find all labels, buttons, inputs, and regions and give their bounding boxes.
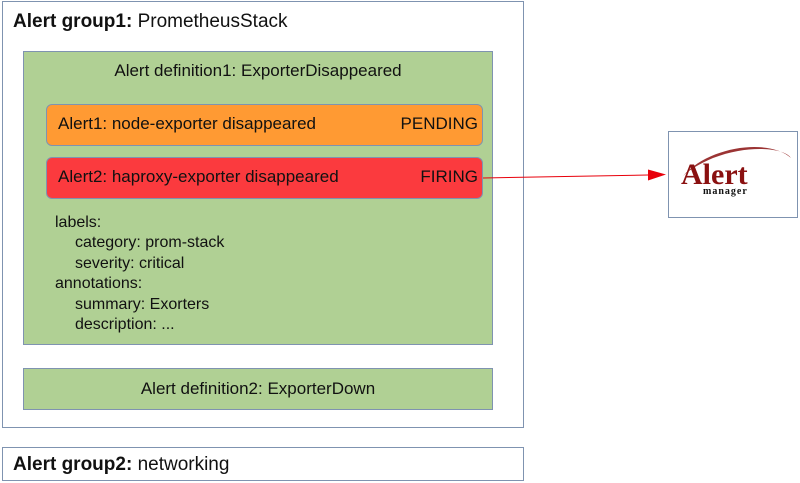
alert2-firing: Alert2: haproxy-exporter disappeared FIR… [46,157,483,199]
alert2-state: FIRING [420,167,478,186]
alertmanager-logo-text-top: Alert [681,158,748,191]
alert1-state: PENDING [400,114,478,133]
firing-arrow-line [482,174,649,179]
annotation-description: description: ... [75,316,175,334]
label-severity: severity: critical [75,254,185,272]
alert-group2-title: Alert group2: networking [13,454,229,476]
alert2-name: Alert2: haproxy-exporter disappeared [58,167,339,186]
firing-arrow-head [648,169,666,181]
alertmanager-logo-text-bottom: manager [703,186,748,197]
alert1-pending: Alert1: node-exporter disappeared PENDIN… [46,104,483,146]
alert-group1-label: Alert group1: [13,11,133,32]
alert-definition1-title: Alert definition1: ExporterDisappeared [114,61,402,80]
annotations-heading: annotations: [55,275,143,293]
alert-group2: Alert group2: networking [2,447,524,481]
alert-group1-title: Alert group1: PrometheusStack [13,11,288,33]
alert1-name: Alert1: node-exporter disappeared [58,114,316,133]
labels-heading: labels: [55,214,102,231]
alert-group2-label: Alert group2: [13,454,133,475]
alert-definition2: Alert definition2: ExporterDown [23,368,493,410]
alert-group2-name: networking [137,454,230,475]
alert-definition2-title: Alert definition2: ExporterDown [140,379,376,398]
alertmanager-box: Alert manager [668,131,798,218]
alert-group1-name: PrometheusStack [137,11,288,32]
alertmanager-logo-swoosh [683,146,791,176]
alert-definition1-details: labels: category: prom-stack severity: c… [55,213,224,335]
alertmanager-logo: Alert manager [681,146,791,197]
label-category: category: prom-stack [75,234,225,252]
annotation-summary: summary: Exorters [75,295,210,313]
